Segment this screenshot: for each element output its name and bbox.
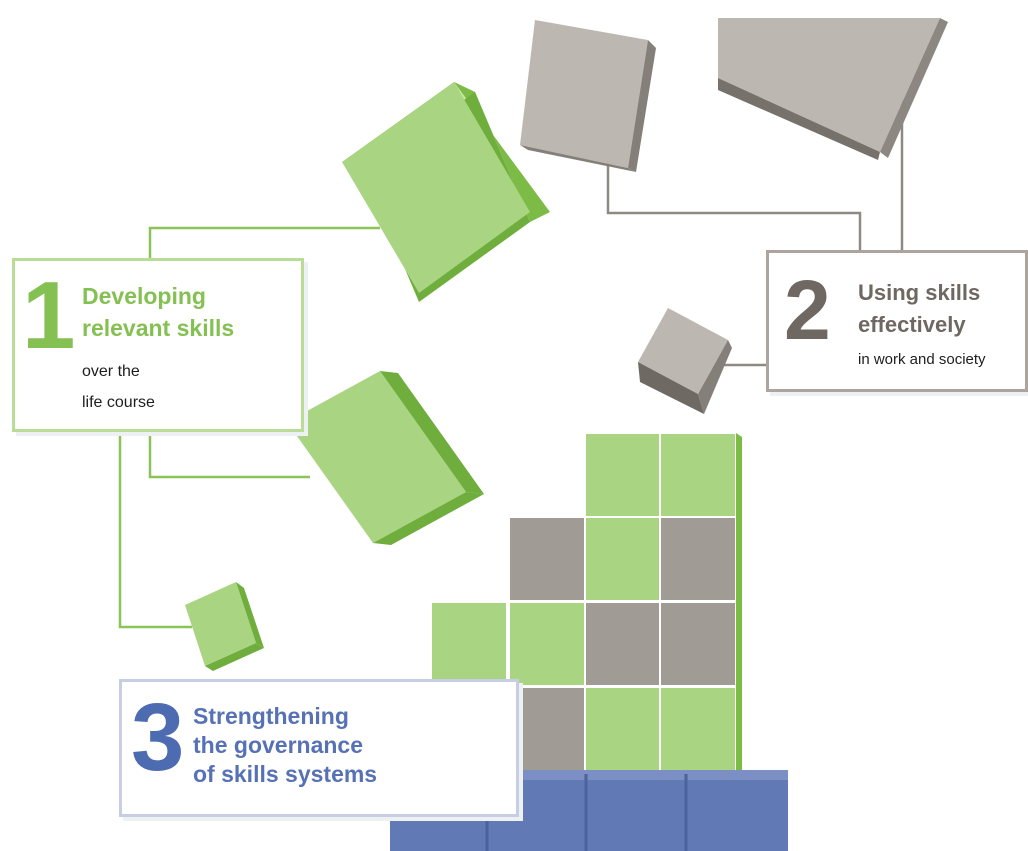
pillar-2-heading: Using skills effectively <box>858 277 980 341</box>
connector-1-top <box>148 226 380 258</box>
pillar-3-heading-line2: the governance <box>193 732 363 758</box>
connector-2-left <box>606 160 862 250</box>
connector-1-bottom <box>118 432 192 629</box>
pillar-3-heading-line3: of skills systems <box>193 761 378 787</box>
grey-cube-small <box>638 308 732 414</box>
green-stack-block <box>584 686 662 772</box>
green-stack-block <box>659 432 737 518</box>
green-stack-block <box>584 516 662 602</box>
stack-side-shade <box>736 433 742 771</box>
pillar-3-heading-line1: Strengthening <box>193 703 349 729</box>
connector-lines <box>118 90 904 629</box>
green-cube-large <box>342 82 550 302</box>
green-stack-block <box>430 601 508 687</box>
pillar-2-box <box>766 250 1028 392</box>
pillar-1-subtitle-line2: life course <box>82 394 155 411</box>
green-cube-small <box>185 582 264 671</box>
connector-1-middle <box>148 432 310 479</box>
green-stack-block <box>659 686 737 772</box>
pillar-1-subtitle-line1: over the <box>82 363 140 380</box>
pillar-2-subtitle: in work and society <box>858 350 986 370</box>
pillar-1-box <box>12 258 304 432</box>
pillar-2-number: 2 <box>784 263 831 357</box>
pillar-3-box <box>119 679 519 817</box>
pillar-1-heading: Developing relevant skills <box>82 280 234 344</box>
grey-stack-block <box>584 601 662 687</box>
grey-cube-top-right <box>718 18 948 160</box>
grey-stack-block <box>508 516 586 602</box>
green-cube-medium <box>287 371 484 545</box>
pillar-1-subtitle: over the life course <box>82 356 155 418</box>
grey-cube-top <box>520 20 656 172</box>
grey-stack-block <box>659 516 737 602</box>
pillar-1-heading-line1: Developing <box>82 283 206 309</box>
pillar-3-number: 3 <box>131 684 185 791</box>
green-stack-block <box>508 601 586 687</box>
grey-stack-block <box>508 686 586 772</box>
pillar-1-number: 1 <box>22 262 76 369</box>
green-stack-block <box>584 432 662 518</box>
pillar-2-heading-line1: Using skills <box>858 280 981 305</box>
grey-stack-block <box>659 601 737 687</box>
floating-cubes <box>185 18 948 671</box>
pillar-3-heading: Strengthening the governance of skills s… <box>193 702 377 789</box>
pillar-2-subtitle-line1: in work and society <box>858 351 986 368</box>
pillar-1-heading-line2: relevant skills <box>82 315 235 341</box>
pillar-2-heading-line2: effectively <box>858 312 966 337</box>
